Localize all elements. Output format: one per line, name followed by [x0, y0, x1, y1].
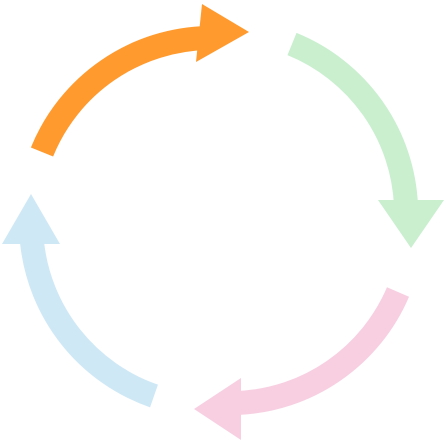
cycle-arrow-left-head [2, 194, 60, 244]
cycle-arrow-top [30, 4, 249, 157]
cycle-arrow-bottom [194, 287, 410, 440]
cycle-arrow-left [2, 194, 159, 408]
cycle-arrow-top-shaft [30, 26, 209, 157]
cycle-arrow-bottom-head [194, 378, 241, 440]
cycle-arrow-bottom-shaft [237, 287, 410, 415]
cycle-arrow-top-head [196, 4, 249, 62]
cycle-arrow-left-shaft [20, 240, 159, 408]
cycle-arrow-right [287, 32, 444, 248]
cycle-arrow-right-head [378, 200, 444, 248]
cycle-arrow-right-shaft [287, 32, 418, 207]
